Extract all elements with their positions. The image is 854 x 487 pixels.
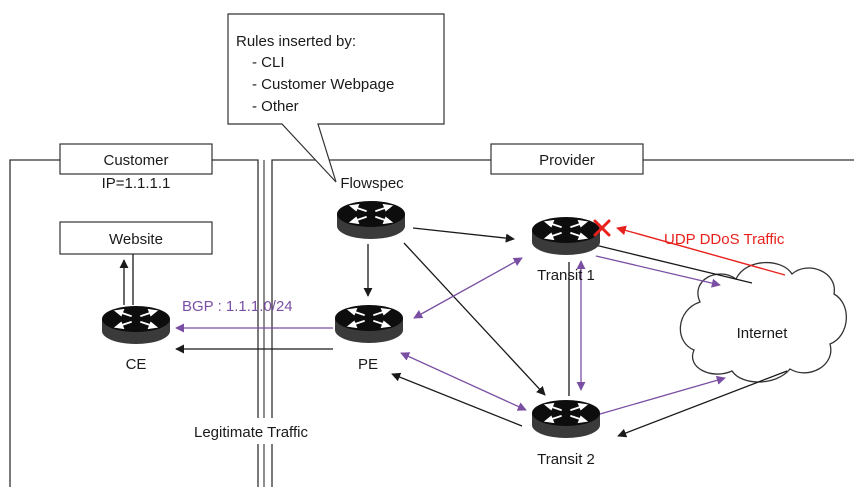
- bgp-label: BGP : 1.1.1.0/24: [182, 298, 293, 315]
- customer-zone: Customer: [9, 143, 259, 487]
- legitimate-traffic-label: Legitimate Traffic: [194, 424, 308, 441]
- transit1-to-internet-link: [590, 243, 753, 284]
- flowspec-router-icon: [336, 200, 406, 240]
- transit1-to-internet-purple-arrow: [595, 255, 721, 288]
- customer-label-box: [59, 143, 213, 175]
- ce-label: CE: [126, 356, 147, 373]
- provider-label: Provider: [539, 152, 595, 169]
- internet-to-transit2-arrow: [617, 370, 788, 438]
- pe-router-icon: [334, 304, 404, 344]
- cloud-icon: [679, 261, 847, 383]
- ce-router-icon: [101, 305, 171, 345]
- rules-callout: Rules inserted by: - CLI - Customer Webp…: [227, 13, 445, 183]
- flowspec-to-transit2-arrow: [403, 242, 546, 396]
- pe-transit2-purple-arrow: [400, 352, 527, 411]
- provider-label-box: [490, 143, 644, 175]
- website-box: [59, 221, 213, 255]
- rules-item-customer-webpage: - Customer Webpage: [252, 76, 394, 93]
- transit1-label: Transit 1: [537, 267, 595, 284]
- flowspec-to-transit1-arrow: [412, 227, 515, 243]
- transit2-to-pe-arrow: [391, 372, 523, 427]
- x-mark-icon: [593, 219, 611, 237]
- rules-heading: Rules inserted by:: [236, 33, 356, 50]
- legit-label-bg: [190, 418, 340, 444]
- pe-label: PE: [358, 356, 378, 373]
- internet-label: Internet: [737, 325, 789, 342]
- purple-connectors: [175, 255, 726, 415]
- internet-cloud: Internet: [679, 261, 847, 383]
- flowspec-label: Flowspec: [340, 175, 404, 192]
- pe-transit1-purple-arrow: [413, 257, 523, 319]
- transit2-to-internet-purple-arrow: [599, 375, 726, 415]
- transit1-router-icon: [531, 216, 601, 256]
- rules-item-other: - Other: [252, 98, 299, 115]
- website-label: Website: [109, 231, 163, 248]
- ddos-label: UDP DDoS Traffic: [664, 231, 785, 248]
- provider-zone: Provider: [263, 143, 854, 487]
- transit2-label: Transit 2: [537, 451, 595, 468]
- transit2-router-icon: [531, 399, 601, 439]
- ddos-traffic-arrow: [616, 225, 786, 276]
- ip-label: IP=1.1.1.1: [102, 175, 171, 192]
- rules-box: [227, 13, 445, 183]
- rules-item-cli: - CLI: [252, 54, 285, 71]
- customer-label: Customer: [103, 152, 168, 169]
